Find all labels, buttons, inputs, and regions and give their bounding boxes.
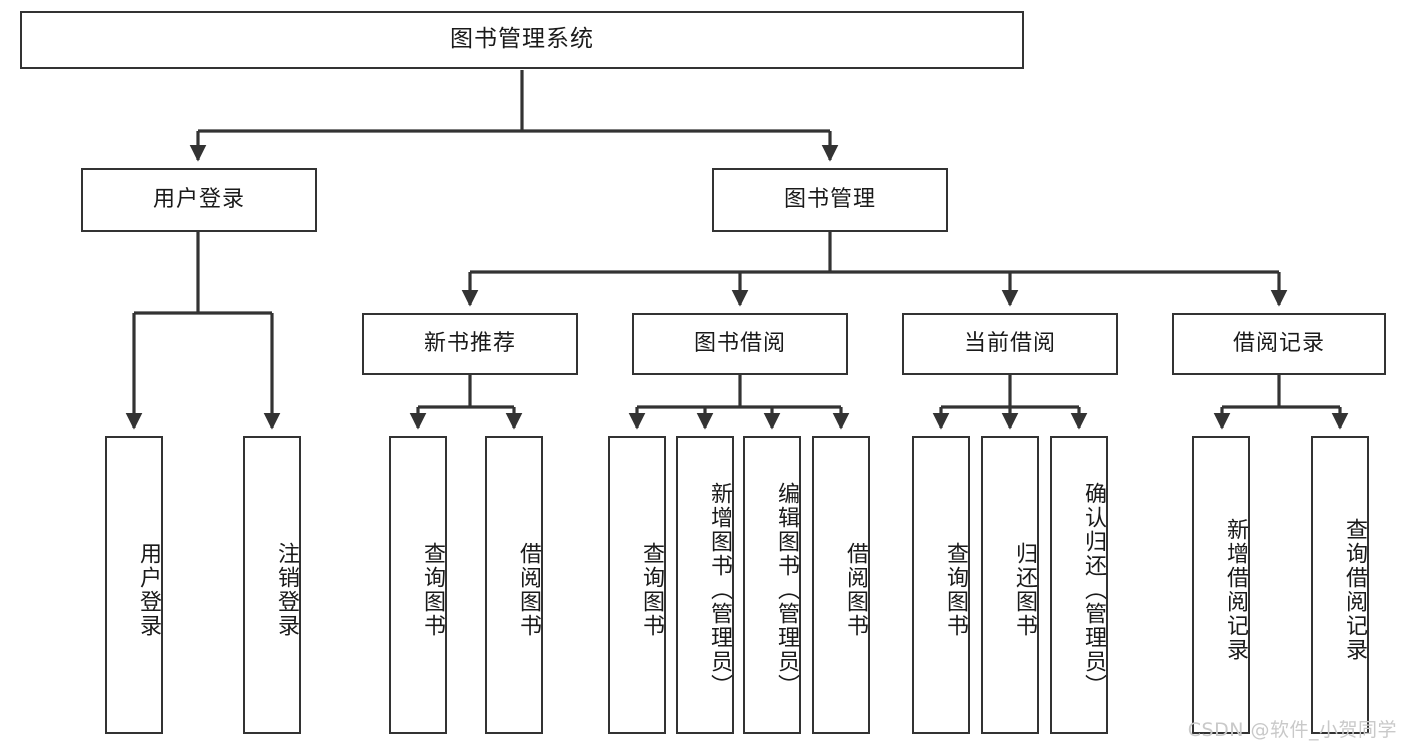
node-new-book-recommend[interactable]: 新书推荐 [362,313,578,375]
leaf-borrow-query-book[interactable]: 查询图书 [608,436,666,734]
node-label: 图书管理 [783,186,876,212]
leaf-user-login[interactable]: 用户登录 [105,436,163,734]
node-book-manage[interactable]: 图书管理 [712,168,948,232]
watermark-text: CSDN @软件_小贺同学 [1187,719,1397,741]
leaf-record-add[interactable]: 新增借阅记录 [1192,436,1250,734]
node-label: 编辑图书（管理员） [774,482,799,698]
leaf-borrow-do-borrow[interactable]: 借阅图书 [812,436,870,734]
leaf-user-logout[interactable]: 注销登录 [243,436,301,734]
node-label: 图书借阅 [693,330,786,356]
leaf-current-query-book[interactable]: 查询图书 [912,436,970,734]
leaf-borrow-add-book-admin[interactable]: 新增图书（管理员） [676,436,734,734]
node-label: 注销登录 [274,542,299,638]
node-user-login[interactable]: 用户登录 [81,168,317,232]
node-label: 新增图书（管理员） [707,482,732,698]
node-label: 借阅图书 [843,542,868,638]
node-label: 新增借阅记录 [1223,518,1248,662]
leaf-record-search[interactable]: 查询借阅记录 [1311,436,1369,734]
leaf-recommend-query-book[interactable]: 查询图书 [389,436,447,734]
node-label: 借阅记录 [1232,330,1325,356]
node-root-system[interactable]: 图书管理系统 [20,11,1024,69]
node-label: 新书推荐 [423,330,516,356]
leaf-current-confirm-return-admin[interactable]: 确认归还（管理员） [1050,436,1108,734]
node-borrow-record[interactable]: 借阅记录 [1172,313,1386,375]
node-label: 查询图书 [639,542,664,638]
node-label: 当前借阅 [963,330,1056,356]
node-label: 用户登录 [136,542,161,638]
node-label: 查询借阅记录 [1342,518,1367,662]
node-label: 借阅图书 [516,542,541,638]
node-label: 查询图书 [943,542,968,638]
leaf-recommend-borrow-book[interactable]: 借阅图书 [485,436,543,734]
leaf-borrow-edit-book-admin[interactable]: 编辑图书（管理员） [743,436,801,734]
node-label: 图书管理系统 [450,26,594,53]
node-label: 确认归还（管理员） [1081,482,1106,698]
node-current-borrow[interactable]: 当前借阅 [902,313,1118,375]
leaf-current-return-book[interactable]: 归还图书 [981,436,1039,734]
node-book-borrow[interactable]: 图书借阅 [632,313,848,375]
node-label: 用户登录 [152,186,245,212]
node-label: 归还图书 [1012,542,1037,638]
node-label: 查询图书 [420,542,445,638]
